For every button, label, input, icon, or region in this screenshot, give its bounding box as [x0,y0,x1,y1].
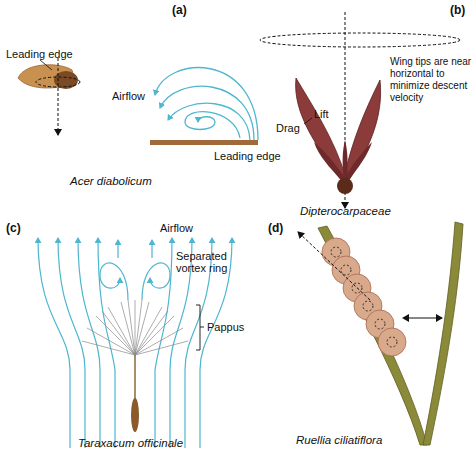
panel-letter: (b) [450,4,465,16]
part-label: Pappus [207,321,244,333]
panel-letter: (d) [268,222,283,234]
annotation-note: Wing tips are near horizontal to minimiz… [390,56,474,104]
pappus-bracket [196,305,204,350]
flow-label: Airflow [112,90,145,102]
dipterocarp-seed [260,12,460,208]
panel-letter: (c) [6,222,21,234]
species-name: Acer diabolicum [70,175,152,187]
force-label: Lift [314,108,329,120]
panel-letter: (a) [172,4,187,16]
part-label: Leading edge [214,150,281,162]
flow-label: Airflow [160,222,193,234]
part-label: Leading edge [6,48,73,60]
flow-label: Separated vortex ring [176,250,238,274]
species-name: Dipterocarpaceae [300,205,391,217]
species-name: Taraxacum officinale [78,437,183,449]
wing-section [150,140,258,145]
ruellia-capsule [298,222,463,445]
airflow-over-plate [155,68,258,140]
force-label: Drag [276,122,300,134]
samara-seed [18,58,80,135]
pappus-seed [82,300,188,432]
species-name: Ruellia ciliatiflora [296,434,382,446]
